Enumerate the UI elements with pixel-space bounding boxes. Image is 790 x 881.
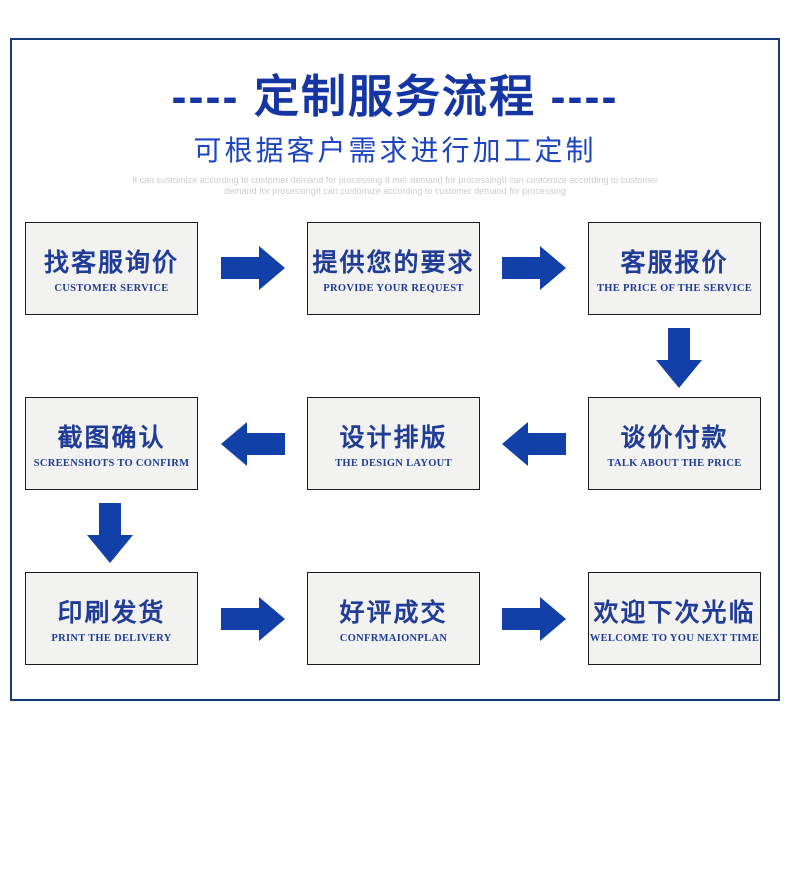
arrow-head bbox=[540, 246, 566, 290]
step-title: 客服报价 bbox=[620, 250, 729, 277]
page-title: ---- 定制服务流程 ---- bbox=[171, 71, 619, 122]
flow-step-print-delivery: 印刷发货 PRINT THE DELIVERY bbox=[25, 572, 198, 665]
arrow-shaft bbox=[247, 433, 285, 455]
flow-step-customer-service: 找客服询价 CUSTOMER SERVICE bbox=[25, 222, 198, 315]
step-subtitle: TALK ABOUT THE PRICE bbox=[607, 458, 742, 469]
arrow-head bbox=[87, 535, 133, 563]
step-title: 谈价付款 bbox=[620, 425, 729, 452]
arrow-shaft bbox=[668, 328, 690, 360]
step-subtitle: PROVIDE YOUR REQUEST bbox=[323, 283, 464, 294]
arrow-head bbox=[656, 360, 702, 388]
arrow-right-icon bbox=[221, 246, 285, 290]
step-subtitle: THE DESIGN LAYOUT bbox=[335, 458, 452, 469]
arrow-head bbox=[221, 422, 247, 466]
arrow-down-icon bbox=[87, 503, 133, 563]
arrow-head bbox=[540, 597, 566, 641]
step-subtitle: CONFRMAIONPLAN bbox=[339, 633, 448, 644]
flow-step-provide-request: 提供您的要求 PROVIDE YOUR REQUEST bbox=[307, 222, 480, 315]
arrow-down-icon bbox=[656, 328, 702, 388]
arrow-shaft bbox=[99, 503, 121, 535]
flow-step-confirmation: 好评成交 CONFRMAIONPLAN bbox=[307, 572, 480, 665]
arrow-left-icon bbox=[502, 422, 566, 466]
description-text: It can customize according to customer d… bbox=[0, 175, 790, 197]
flow-step-negotiate-pay: 谈价付款 TALK ABOUT THE PRICE bbox=[588, 397, 761, 490]
step-subtitle: SCREENSHOTS TO CONFIRM bbox=[33, 458, 190, 469]
arrow-left-icon bbox=[221, 422, 285, 466]
step-subtitle: CUSTOMER SERVICE bbox=[54, 283, 169, 294]
step-title: 截图确认 bbox=[57, 425, 166, 452]
step-title: 好评成交 bbox=[339, 600, 448, 627]
flow-step-welcome-back: 欢迎下次光临 WELCOME TO YOU NEXT TIME bbox=[588, 572, 761, 665]
step-title: 设计排版 bbox=[339, 425, 448, 452]
step-title: 找客服询价 bbox=[43, 250, 179, 277]
step-title: 欢迎下次光临 bbox=[593, 600, 756, 627]
arrow-shaft bbox=[502, 608, 540, 630]
flow-step-design-layout: 设计排版 THE DESIGN LAYOUT bbox=[307, 397, 480, 490]
arrow-head bbox=[502, 422, 528, 466]
arrow-right-icon bbox=[502, 246, 566, 290]
arrow-shaft bbox=[221, 257, 259, 279]
step-title: 提供您的要求 bbox=[312, 250, 475, 277]
arrow-shaft bbox=[221, 608, 259, 630]
description-line-2: demand for processingIt can customize ac… bbox=[224, 186, 566, 196]
arrow-head bbox=[259, 246, 285, 290]
step-subtitle: PRINT THE DELIVERY bbox=[51, 633, 172, 644]
page-subtitle: 可根据客户需求进行加工定制 bbox=[193, 135, 597, 166]
step-subtitle: WELCOME TO YOU NEXT TIME bbox=[589, 633, 760, 644]
arrow-shaft bbox=[502, 257, 540, 279]
arrow-right-icon bbox=[502, 597, 566, 641]
flow-step-screenshot-confirm: 截图确认 SCREENSHOTS TO CONFIRM bbox=[25, 397, 198, 490]
flow-step-service-quote: 客服报价 THE PRICE OF THE SERVICE bbox=[588, 222, 761, 315]
step-subtitle: THE PRICE OF THE SERVICE bbox=[596, 283, 753, 294]
arrow-shaft bbox=[528, 433, 566, 455]
step-title: 印刷发货 bbox=[57, 600, 166, 627]
arrow-head bbox=[259, 597, 285, 641]
arrow-right-icon bbox=[221, 597, 285, 641]
description-line-1: It can customize according to customer d… bbox=[132, 175, 658, 185]
